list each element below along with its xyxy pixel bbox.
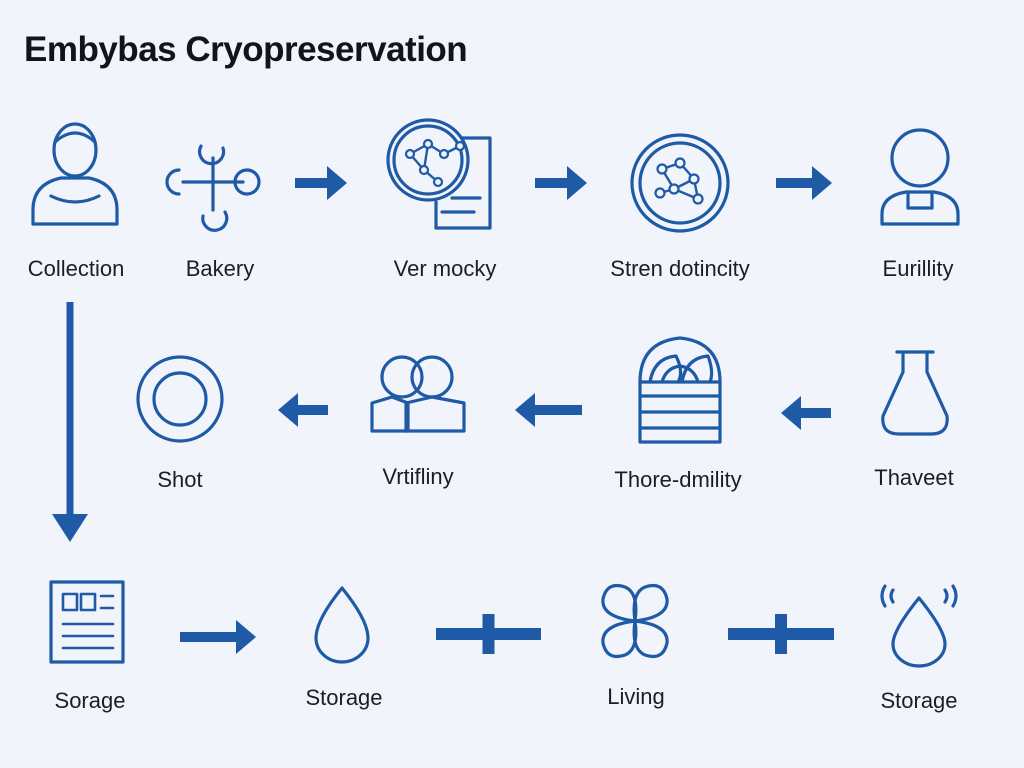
edge-collection-to-sorage [52, 302, 88, 542]
edge-ver-mocky-to-stren-dotincity [535, 166, 587, 200]
bust-icon [880, 128, 960, 226]
node-label-stren-dotincity: Stren dotincity [610, 256, 750, 281]
node-label-living: Living [607, 684, 665, 709]
diagram-title: Embybas Cryopreservation [24, 30, 468, 69]
node-label-sorage: Sorage [54, 688, 126, 713]
person-icon [31, 122, 119, 226]
edge-thore-dmility-to-vrtifliny [515, 393, 582, 427]
molecule-circle-icon [630, 133, 730, 233]
edge-vrtifliny-to-shot [278, 393, 328, 427]
droplet-signal-icon [880, 584, 958, 668]
node-label-thore-dmility: Thore-dmility [614, 467, 742, 492]
molecule-cross-icon [165, 144, 261, 232]
edge-stren-dotincity-to-eurillity [776, 166, 832, 200]
node-label-shot: Shot [157, 467, 203, 492]
node-label-thaveet: Thaveet [874, 465, 954, 490]
document-icon [49, 580, 125, 664]
edge-bakery-to-ver-mocky [295, 166, 347, 200]
flask-icon [881, 350, 949, 436]
droplet-icon [314, 586, 370, 664]
storage-box-icon [638, 336, 722, 444]
node-label-collection: Collection [27, 256, 125, 281]
edge-storage-1-to-living [436, 614, 541, 654]
clover-icon [601, 583, 669, 659]
molecule-document-icon [386, 118, 492, 230]
node-label-bakery: Bakery [185, 256, 255, 281]
edge-sorage-to-storage-1 [180, 620, 256, 654]
edge-thaveet-to-thore-dmility [781, 396, 831, 430]
node-label-storage-2: Storage [880, 688, 958, 713]
ring-icon [136, 355, 224, 443]
node-label-eurillity: Eurillity [882, 256, 954, 281]
edge-living-to-storage-2 [728, 614, 834, 654]
two-people-icon [370, 355, 466, 433]
node-label-storage-1: Storage [305, 685, 383, 710]
node-label-ver-mocky: Ver mocky [393, 256, 497, 281]
node-label-vrtifliny: Vrtifliny [382, 464, 454, 489]
